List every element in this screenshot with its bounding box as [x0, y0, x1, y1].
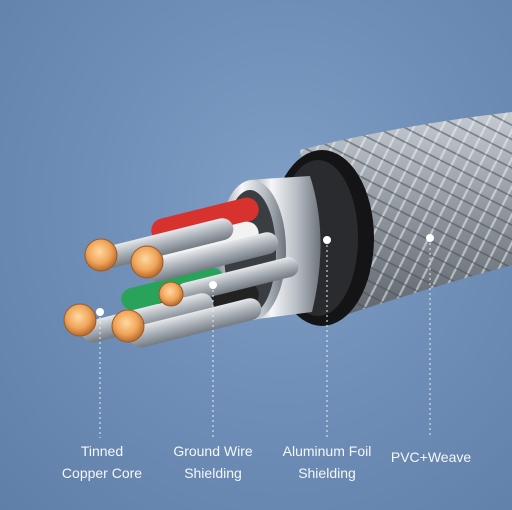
- label-pvc-weave: PVC+Weave: [384, 446, 478, 468]
- label-line: PVC+Weave: [390, 449, 472, 465]
- label-aluminum-foil-shielding: Aluminum Foil Shielding: [278, 440, 376, 484]
- label-line: Ground Wire: [173, 443, 253, 459]
- tinned-copper-cores: [63, 238, 184, 343]
- label-line: Aluminum Foil: [282, 443, 372, 459]
- label-line: Copper Core: [61, 465, 143, 481]
- label-line: Tinned: [80, 443, 124, 459]
- callout-markers: [96, 234, 434, 438]
- label-ground-wire-shielding: Ground Wire Shielding: [166, 440, 260, 484]
- label-tinned-copper-core: Tinned Copper Core: [56, 440, 148, 484]
- label-line: Shielding: [298, 465, 356, 481]
- label-line: Shielding: [184, 465, 242, 481]
